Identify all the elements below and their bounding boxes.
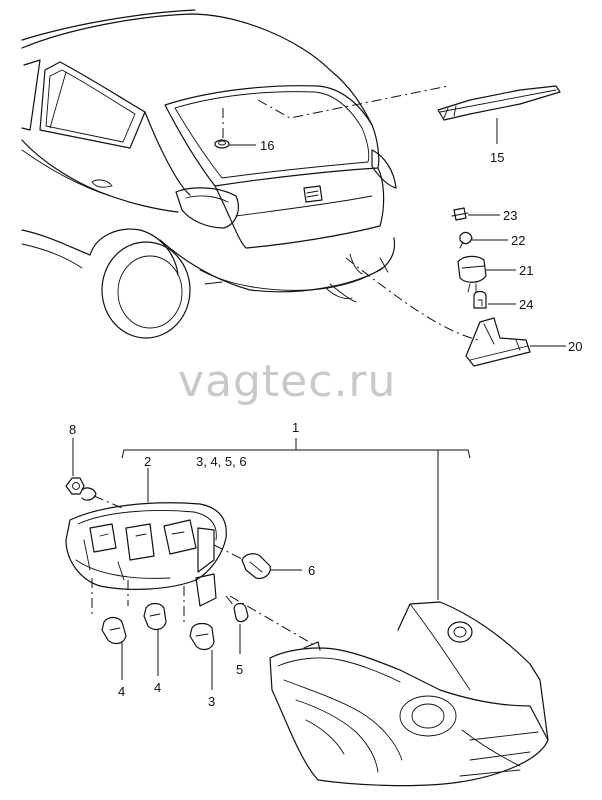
part-16-grommet [214, 108, 256, 149]
callout-22: 22 [511, 233, 525, 248]
car-rear-view [21, 9, 397, 339]
callout-15: 15 [490, 150, 504, 165]
callout-20: 20 [568, 339, 582, 354]
callout-16: 16 [260, 138, 274, 153]
callout-8: 8 [69, 422, 76, 437]
watermark: vagtec.ru [178, 356, 396, 407]
callout-24: 24 [519, 297, 533, 312]
callout-6: 6 [308, 563, 315, 578]
part-15-brake-light [257, 85, 561, 144]
callout-23: 23 [503, 208, 517, 223]
callout-4-left: 4 [118, 684, 125, 699]
callout-4-right: 4 [154, 680, 161, 695]
callout-21: 21 [519, 263, 533, 278]
callout-3: 3 [208, 694, 215, 709]
callout-2: 2 [144, 454, 151, 469]
callout-5: 5 [236, 662, 243, 677]
callout-3456: 3, 4, 5, 6 [196, 454, 247, 469]
tail-light-group [65, 438, 549, 787]
callout-1: 1 [292, 420, 299, 435]
licence-plate-light-assembly [345, 207, 566, 367]
